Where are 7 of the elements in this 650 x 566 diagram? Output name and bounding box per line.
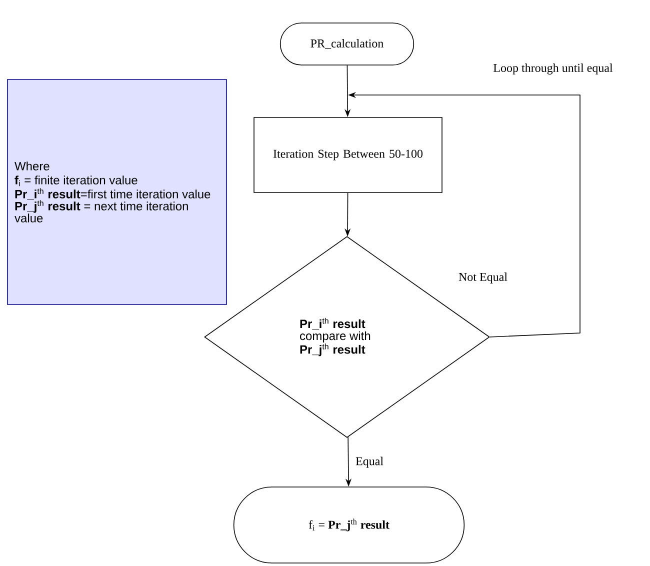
process-box: Iteration Step Between 50-100	[254, 117, 442, 193]
terminal-box: f$_{i}$ = Pr_j$^{th}$ result	[233, 486, 465, 564]
edge-label: Not Equal	[458, 272, 508, 284]
note-box: Where f$_{i}$ = finite iteration value Pr_i$^{th}$ result=first time iteration value Pr_j$^{th}$ result = next time iteration value	[7, 79, 227, 305]
annotation: Loop through until equal	[494, 64, 613, 74]
edge-label: Equal	[356, 456, 384, 468]
terminal-box: PR_calculation	[280, 22, 414, 66]
